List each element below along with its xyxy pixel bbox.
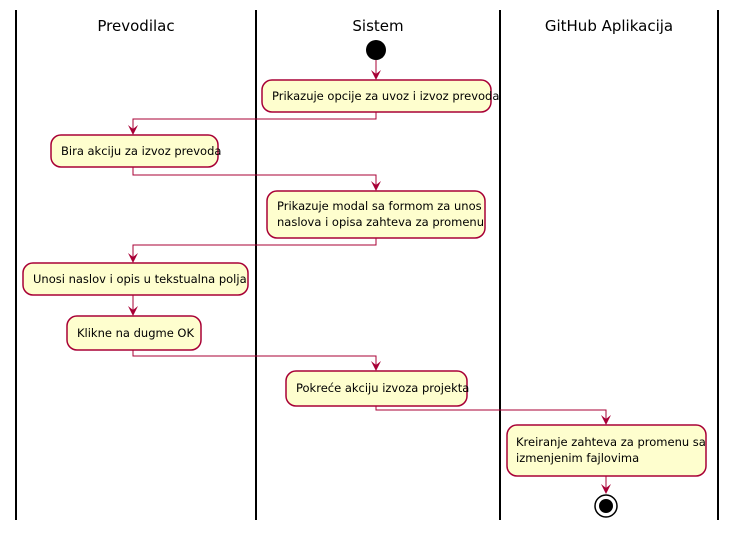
- activity-box: [266, 190, 486, 239]
- flow-a3-to-a4: [132, 238, 377, 258]
- end-node: [594, 494, 618, 518]
- flow-a2-to-a3: [132, 167, 377, 186]
- activity-text: izmenjenim fajlovima: [516, 451, 639, 465]
- flow-lines: [132, 60, 607, 489]
- flow-a5-to-a6: [132, 350, 377, 366]
- arrowhead: [371, 181, 381, 191]
- activity-start-project-export: Pokreće akciju izvoza projekta: [285, 370, 469, 407]
- activity-text: Pokreće akciju izvoza projekta: [296, 381, 469, 395]
- activity-show-modal-form: Prikazuje modal sa formom za unos naslov…: [266, 190, 486, 239]
- flow-a6-to-a7: [375, 406, 607, 420]
- activity-create-pull-request: Kreiranje zahteva za promenu sa izmenjen…: [506, 424, 707, 477]
- activity-enter-title-description: Unosi naslov i opis u tekstualna polja: [22, 262, 249, 296]
- activity-text: naslova i opisa zahteva za promenu: [277, 215, 484, 229]
- activity-choose-export: Bira akciju za izvoz prevoda: [50, 134, 221, 168]
- swimlane-title-prevodilac: Prevodilac: [97, 17, 174, 35]
- activity-box: [285, 370, 468, 407]
- swimlane-title-sistem: Sistem: [352, 17, 403, 35]
- activity-box: [66, 315, 202, 351]
- activity-text: Prikazuje modal sa formom za unos: [277, 199, 482, 213]
- arrowheads: [128, 70, 611, 494]
- activity-text: Unosi naslov i opis u tekstualna polja: [33, 272, 247, 286]
- swimlane-title-github-aplikacija: GitHub Aplikacija: [545, 17, 673, 35]
- arrowhead: [371, 361, 381, 371]
- arrowhead: [601, 415, 611, 425]
- activity-box: [50, 134, 219, 168]
- flow-a1-to-a2: [132, 112, 377, 131]
- end-node-inner: [599, 499, 613, 513]
- activity-text: Prikazuje opcije za uvoz i izvoz prevoda: [272, 89, 499, 103]
- activity-box: [22, 262, 249, 296]
- activity-text: Klikne na dugme OK: [77, 326, 194, 340]
- arrowhead: [128, 125, 138, 135]
- start-node: [366, 40, 386, 60]
- arrowhead: [128, 253, 138, 263]
- activity-box: [506, 424, 707, 477]
- activity-box: [261, 79, 492, 113]
- activity-text: Bira akciju za izvoz prevoda: [61, 144, 221, 158]
- arrowhead: [128, 306, 138, 316]
- activity-show-import-export-options: Prikazuje opcije za uvoz i izvoz prevoda: [261, 79, 499, 113]
- arrowhead: [601, 484, 611, 494]
- activity-text: Kreiranje zahteva za promenu sa: [516, 435, 706, 449]
- activity-click-ok: Klikne na dugme OK: [66, 315, 202, 351]
- arrowhead: [371, 70, 381, 80]
